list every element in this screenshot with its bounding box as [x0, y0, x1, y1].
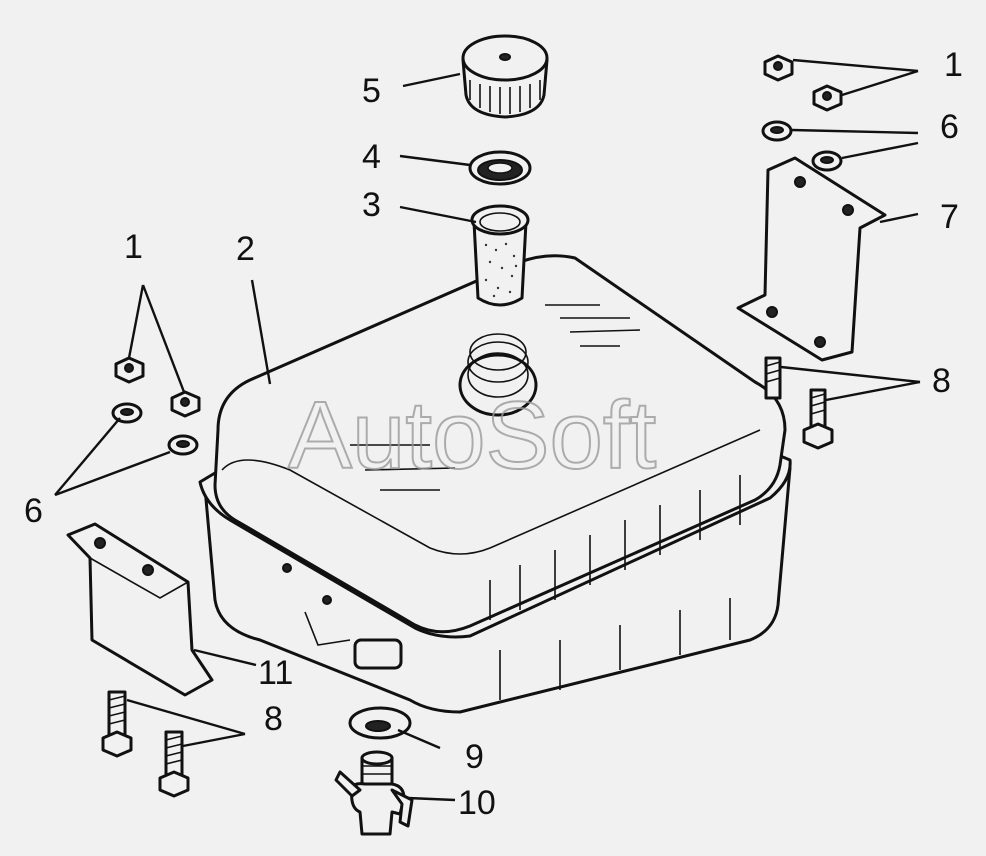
washer-left-1 [111, 402, 143, 424]
gasket [468, 150, 532, 186]
callout-9: 9 [465, 738, 484, 776]
bolt-left-2 [158, 730, 190, 798]
tank-filler-neck [458, 353, 538, 417]
leader-lines [54, 58, 921, 802]
bolt-right-2 [802, 388, 834, 450]
callout-1-left: 1 [124, 228, 143, 266]
callout-8-right: 8 [932, 362, 951, 400]
callouts: 5 4 3 2 1 6 1 6 7 8 11 8 9 10 [24, 46, 963, 822]
callout-10: 10 [458, 784, 496, 822]
nut-right-2 [812, 84, 843, 112]
callout-5: 5 [362, 72, 381, 110]
tank-strap [304, 611, 351, 646]
callout-6-left: 6 [24, 492, 43, 530]
callout-6-right: 6 [940, 108, 959, 146]
nut-left-2 [170, 390, 201, 418]
callout-1-right: 1 [944, 46, 963, 84]
tank-front-edge [221, 429, 761, 555]
tank-drain-boss [353, 638, 403, 670]
callout-7: 7 [940, 198, 959, 236]
watermark: AutoSoft [288, 382, 656, 489]
filler-cap [461, 34, 549, 119]
washer-right-1 [761, 120, 793, 142]
callout-4: 4 [362, 138, 381, 176]
tank-hatching [350, 304, 741, 700]
bolt-right-1 [764, 356, 782, 400]
drain-cock [334, 750, 414, 836]
drain-washer [348, 706, 412, 740]
fuel-tank [198, 254, 792, 714]
callout-11: 11 [258, 654, 293, 692]
callout-3: 3 [362, 186, 381, 224]
right-bracket [736, 156, 887, 362]
bolt-left-1 [101, 690, 133, 758]
callout-8-left: 8 [264, 700, 283, 738]
washer-left-2 [167, 434, 199, 456]
nut-right-1 [763, 54, 794, 82]
callout-2: 2 [236, 230, 255, 268]
strainer [470, 204, 530, 307]
nut-left-1 [114, 356, 145, 384]
left-bracket [66, 522, 214, 697]
tank-upper-shell [213, 254, 787, 634]
washer-right-2 [811, 150, 843, 172]
